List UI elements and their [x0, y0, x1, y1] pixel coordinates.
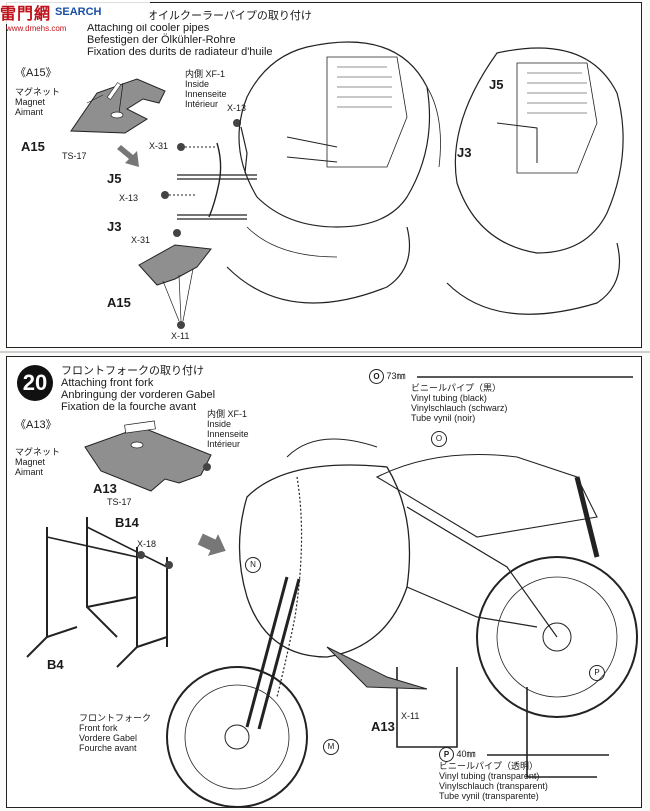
label-j5: J5 [107, 171, 122, 186]
watermark-url: www.dmehs.com [6, 24, 67, 33]
tube-p-spec: P 40㎜ [439, 747, 476, 762]
step-20-title-en: Attaching front fork [61, 377, 154, 389]
label-a15-bottom: A15 [107, 295, 131, 310]
step-20-title-de: Anbringung der vorderen Gabel [61, 389, 216, 401]
label-b4: B4 [47, 657, 64, 672]
motorcycle-front-completed-diagram [446, 47, 624, 315]
label-x13-a: X-13 [227, 103, 247, 113]
step-20-title-fr: Fixation de la fourche avant [61, 401, 197, 413]
tube-o-desc: ビニールパイプ（黒）Vinyl tubing (black)Vinylschla… [411, 383, 508, 423]
step-19-title-en: Attaching oil cooler pipes [87, 22, 210, 34]
watermark-search: SEARCH [55, 6, 102, 18]
label-o: O [431, 431, 447, 447]
label-x31-a: X-31 [149, 141, 169, 151]
step-20-panel: 20 フロントフォークの取り付け Attaching front fork An… [6, 356, 642, 808]
tube-p-letter: P [439, 747, 454, 762]
label-x18: X-18 [137, 539, 157, 549]
label-x13-b: X-13 [119, 193, 139, 203]
tube-o-length-line [417, 376, 633, 378]
label-j3-right: J3 [457, 145, 472, 160]
step-19-header: オイルクーラーパイプの取り付け Attaching oil cooler pip… [87, 10, 312, 58]
motorcycle-side-view-diagram [166, 438, 638, 808]
tube-o-letter: O [369, 369, 384, 384]
watermark-logo: 雷門網 SEARCH [0, 0, 150, 24]
label-b14: B14 [115, 515, 139, 530]
tube-p-desc: ビニールパイプ（透明）Vinyl tubing (transparent)Vin… [439, 761, 548, 801]
step-19-part-ref: 《A15》 [15, 67, 57, 79]
step-19-title-fr: Fixation des durits de radiateur d'huile [87, 46, 273, 58]
label-a15-top: A15 [21, 139, 45, 154]
oil-cooler-pipes-diagram [161, 119, 257, 237]
motorcycle-front-oil-pipes-diagram [226, 41, 441, 304]
label-j5-right: J5 [489, 77, 504, 92]
label-p: P [589, 665, 605, 681]
step-number-badge: 20 [17, 365, 53, 401]
tube-o-spec: O 73㎜ [369, 369, 406, 384]
step-19-title-ja: オイルクーラーパイプの取り付け [147, 10, 312, 22]
tube-p-length-line [487, 754, 609, 756]
down-arrow-icon [117, 145, 139, 167]
label-a13-top: A13 [93, 481, 117, 496]
label-ts17: TS-17 [62, 151, 87, 161]
label-n: N [245, 557, 261, 573]
label-ts17-20: TS-17 [107, 497, 132, 507]
label-m: M [323, 739, 339, 755]
fairing-part-a13-diagram [84, 420, 212, 492]
label-x31-b: X-31 [131, 235, 151, 245]
label-x11: X-11 [171, 331, 190, 341]
step-19-panel: オイルクーラーパイプの取り付け Attaching oil cooler pip… [6, 2, 642, 348]
step-20-part-ref: 《A13》 [15, 419, 57, 431]
tube-p-length: 40㎜ [456, 749, 476, 759]
label-x11-20: X-11 [401, 711, 420, 721]
panel-divider [0, 351, 650, 353]
fairing-part-a15-diagram [70, 78, 166, 134]
label-j3: J3 [107, 219, 122, 234]
label-a13-bottom: A13 [371, 719, 395, 734]
step-20-header: フロントフォークの取り付け Attaching front fork Anbri… [61, 365, 215, 413]
watermark-chinese: 雷門網 [0, 6, 52, 23]
step-19-title-de: Befestigen der Ölkühler-Rohre [87, 34, 236, 46]
lower-fairing-diagram [138, 244, 212, 329]
maintenance-stand-diagram [26, 517, 173, 668]
tube-o-length: 73㎜ [386, 371, 406, 381]
step-20-title-ja: フロントフォークの取り付け [61, 365, 204, 377]
right-arrow-icon [197, 533, 226, 556]
